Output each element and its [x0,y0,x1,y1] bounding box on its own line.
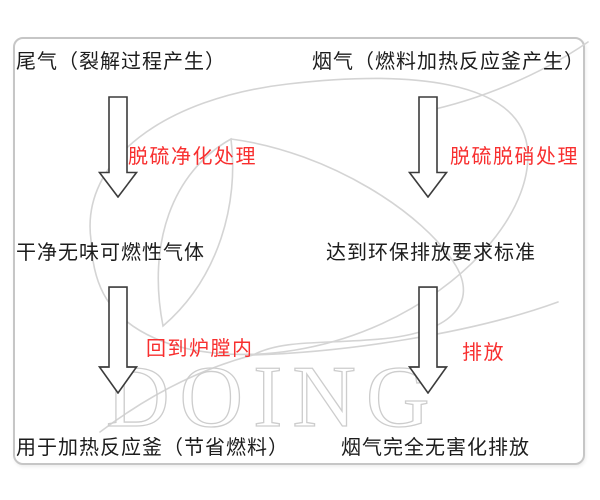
process-label-desulfurization-purification: 脱硫净化处理 [128,146,257,168]
down-arrow-icon [98,96,138,198]
node-right-source: 烟气（燃料加热反应釜产生） [312,51,585,73]
node-left-source: 尾气（裂解过程产生） [16,51,226,73]
process-label-return-to-furnace: 回到炉膛内 [146,338,254,360]
watermark-text: DOING [105,349,440,446]
node-left-result: 用于加热反应釜（节省燃料） [16,437,289,459]
down-arrow-icon [408,286,448,394]
process-label-desulfurization-denitrification: 脱硫脱硝处理 [450,146,579,168]
node-left-intermediate: 干净无味可燃性气体 [16,242,205,264]
diagram-border [13,37,585,465]
down-arrow-icon [98,286,138,394]
node-right-result: 烟气完全无害化排放 [341,437,530,459]
down-arrow-icon [408,96,448,198]
process-label-emission: 排放 [462,342,505,364]
node-right-intermediate: 达到环保排放要求标准 [326,242,536,264]
